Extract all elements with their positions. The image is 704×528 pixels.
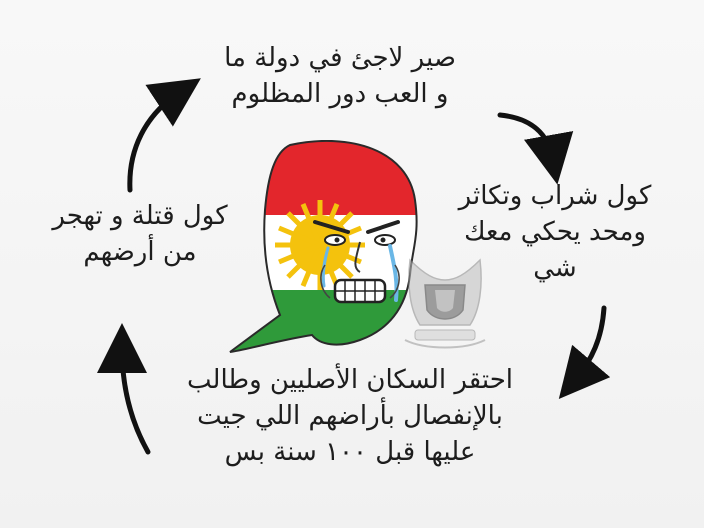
caption-right-line-1: كول شراب وتكاثر (458, 181, 652, 211)
caption-left-line-2: من أرضهم (83, 237, 197, 267)
emblem-icon (404, 258, 486, 349)
cycle-arrow-icon (97, 323, 151, 455)
caption-bottom-line-1: احتقر السكان الأصليين وطالب (187, 365, 513, 395)
caption-top-line-1: صير لاجئ في دولة ما (224, 43, 456, 73)
cycle-arrow-icon (558, 305, 611, 400)
caption-bottom-line-3: عليها قبل ١٠٠ سنة بس (224, 437, 476, 467)
wojak-face-icon (229, 140, 418, 353)
caption-top: صير لاجئ في دولة ما و العب دور المظلوم (170, 40, 510, 112)
caption-right-line-2: ومحد يحكي معك (464, 217, 646, 247)
caption-left: كول قتلة و تهجر من أرضهم (20, 198, 260, 270)
cycle-arrow-icon (127, 78, 201, 193)
caption-left-line-1: كول قتلة و تهجر (52, 201, 228, 231)
caption-right: كول شراب وتكاثر ومحد يحكي معك شي (420, 178, 690, 286)
caption-bottom: احتقر السكان الأصليين وطالب بالإنفصال بأ… (130, 362, 570, 470)
flag-sun-icon (275, 200, 365, 290)
caption-right-line-3: شي (533, 253, 577, 283)
cycle-arrow-icon (497, 112, 574, 185)
caption-top-line-2: و العب دور المظلوم (231, 79, 449, 109)
caption-bottom-line-2: بالإنفصال بأراضهم اللي جيت (197, 401, 503, 431)
